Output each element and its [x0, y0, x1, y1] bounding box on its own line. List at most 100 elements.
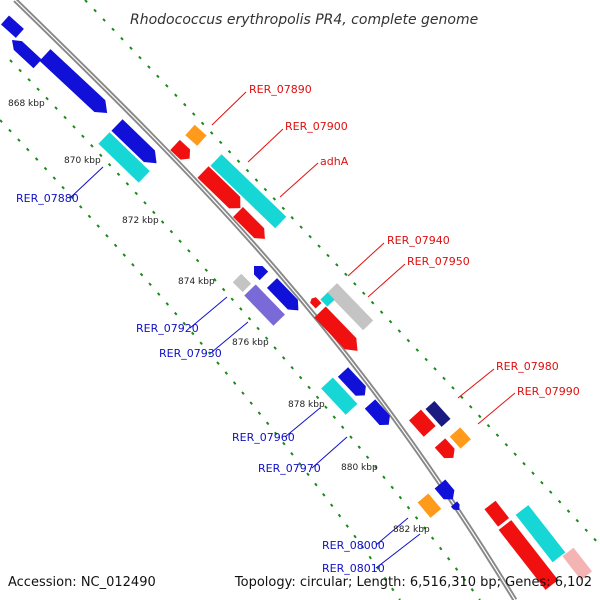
gene-rer-07940[interactable] [326, 283, 374, 331]
label-rer-07990[interactable]: RER_07990 [517, 385, 580, 398]
tick-880: 880 kbp [341, 463, 378, 473]
gene-arrow[interactable] [425, 400, 451, 427]
label-callout-line [69, 166, 104, 199]
gene-rer-07940-cyan[interactable] [320, 292, 335, 307]
gene-rer-07940-red-small[interactable] [309, 296, 322, 309]
gene-arrow[interactable] [434, 438, 459, 462]
tick-876: 876 kbp [232, 338, 269, 348]
gene-arrow[interactable] [197, 166, 246, 214]
topology-text: Topology: circular; Length: 6,516,310 bp… [234, 575, 592, 590]
gene-rer-07900[interactable] [170, 139, 194, 164]
label-rer-07960[interactable]: RER_07960 [232, 431, 295, 444]
gene-adha[interactable] [197, 166, 246, 214]
label-callout-line [247, 128, 284, 163]
tick-874: 874 kbp [178, 277, 215, 287]
gene-arrow[interactable] [8, 36, 42, 69]
tick-882: 882 kbp [393, 525, 430, 535]
label-rer-07900[interactable]: RER_07900 [285, 120, 348, 133]
gene-rer-08000[interactable] [417, 493, 442, 518]
gene-arrow[interactable] [244, 284, 285, 326]
label-callout-line [311, 436, 348, 469]
gene-cyan-884[interactable] [515, 505, 566, 563]
gene-arrow[interactable] [484, 500, 510, 527]
label-callout-line [457, 368, 495, 399]
label-rer-07920[interactable]: RER_07920 [136, 322, 199, 335]
gene-arrow[interactable] [98, 132, 150, 183]
label-callout-line [367, 263, 406, 298]
gene-arrow[interactable] [337, 367, 370, 400]
gene-rer-07980[interactable] [409, 409, 436, 437]
gene-arrow[interactable] [250, 262, 269, 281]
label-callout-line [347, 242, 385, 277]
gene-rer-07960[interactable] [321, 377, 358, 415]
label-rer-07980[interactable]: RER_07980 [496, 360, 559, 373]
gene-blue-874[interactable] [250, 262, 269, 281]
gene-arrow[interactable] [210, 154, 287, 229]
label-callout-line [375, 517, 409, 546]
gene-arrow[interactable] [0, 15, 24, 38]
map-title: Rhodococcus erythropolis PR4, complete g… [130, 12, 478, 28]
gene-rer-08010-b[interactable] [450, 501, 462, 512]
gene-arrow[interactable] [326, 283, 374, 331]
gene-arrow[interactable] [434, 479, 459, 504]
gene-rer-07890[interactable] [185, 124, 207, 146]
label-rer-07890[interactable]: RER_07890 [249, 83, 312, 96]
gene-rer-07920[interactable] [244, 284, 285, 326]
gene-pink-886[interactable] [562, 547, 592, 580]
label-rer-07880[interactable]: RER_07880 [16, 192, 79, 205]
gene-arrow[interactable] [266, 278, 303, 315]
gene-rer-07880-blue[interactable] [111, 119, 162, 169]
label-callout-line [211, 91, 247, 126]
gene-arrow[interactable] [185, 124, 207, 146]
gene-arrow[interactable] [321, 377, 358, 415]
gene-arrow[interactable] [232, 273, 252, 293]
label-callout-line [375, 533, 421, 569]
gene-rer-07880[interactable] [98, 132, 150, 183]
gene-rer-07990-red[interactable] [434, 438, 459, 462]
label-rer-07950[interactable]: RER_07950 [407, 255, 470, 268]
label-rer-07970[interactable]: RER_07970 [258, 462, 321, 475]
gene-rer-07930-blue[interactable] [266, 278, 303, 315]
gene-arrow[interactable] [170, 139, 194, 164]
inner-dotted-ring-1 [9, 59, 481, 600]
gene-arrow[interactable] [417, 493, 442, 518]
gene-arrow[interactable] [449, 427, 471, 449]
label-rer-08010[interactable]: RER_08010 [322, 562, 385, 575]
gene-block-3[interactable] [8, 36, 42, 69]
label-rer-08000[interactable]: RER_08000 [322, 539, 385, 552]
label-callout-line [477, 392, 516, 425]
gene-block-1[interactable] [0, 15, 24, 38]
tick-872: 872 kbp [122, 216, 159, 226]
gene-red-872[interactable] [233, 207, 270, 244]
gene-arrow[interactable] [498, 520, 559, 590]
gene-red-884[interactable] [484, 500, 510, 527]
gene-rer-07980-navy[interactable] [425, 400, 451, 427]
gene-arrow[interactable] [314, 306, 363, 356]
label-callout-line [279, 162, 319, 198]
gene-rer-08010-a[interactable] [434, 479, 459, 504]
gene-gray-874[interactable] [232, 273, 252, 293]
gene-arrow[interactable] [39, 49, 113, 119]
gene-arrow[interactable] [450, 501, 462, 512]
gene-arrow[interactable] [562, 547, 592, 580]
gene-adha-cyan[interactable] [210, 154, 287, 229]
gene-arrow[interactable] [364, 399, 394, 429]
gene-arrow[interactable] [111, 119, 162, 169]
gene-arrow[interactable] [320, 292, 335, 307]
gene-arrow[interactable] [409, 409, 436, 437]
label-rer-07940[interactable]: RER_07940 [387, 234, 450, 247]
gene-rer-07990[interactable] [449, 427, 471, 449]
label-adha[interactable]: adhA [320, 155, 349, 168]
gene-arrow[interactable] [233, 207, 270, 244]
gene-block-2[interactable] [39, 49, 113, 119]
label-callout-line [189, 296, 228, 329]
gene-rer-07970-b[interactable] [364, 399, 394, 429]
gene-rer-07970-a[interactable] [337, 367, 370, 400]
label-rer-07930[interactable]: RER_07930 [159, 347, 222, 360]
gene-arrow[interactable] [515, 505, 566, 563]
gene-arrow[interactable] [309, 296, 322, 309]
tick-878: 878 kbp [288, 400, 325, 410]
gene-rer-07950[interactable] [314, 306, 363, 356]
gene-red-885[interactable] [498, 520, 559, 590]
